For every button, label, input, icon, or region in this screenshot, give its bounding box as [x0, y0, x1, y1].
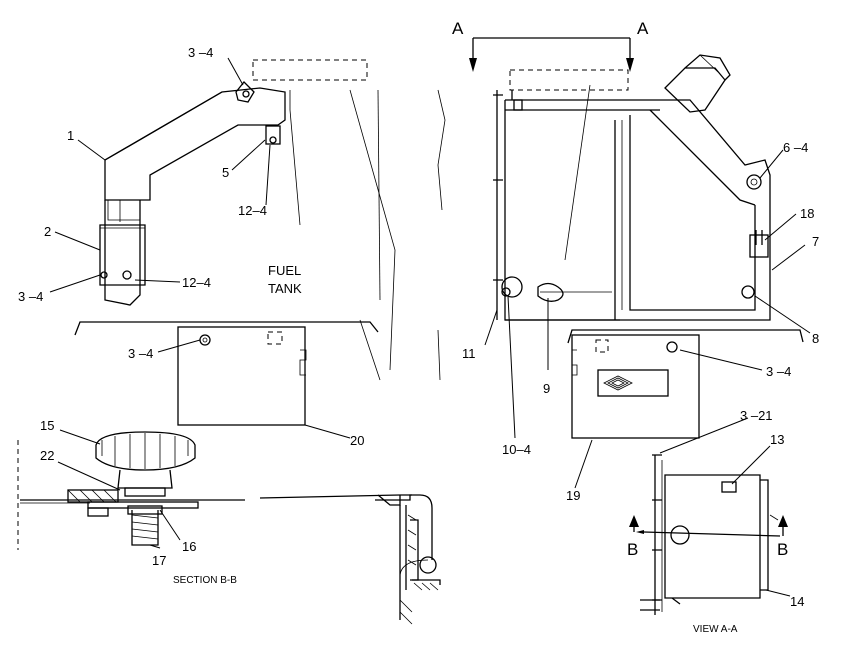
leader-lines	[49, 57, 811, 597]
callout-3-4-top: 3 –4	[188, 45, 213, 60]
callout-2: 2	[44, 224, 51, 239]
callout-13: 13	[770, 432, 784, 447]
bracket-assembly-right	[437, 37, 804, 439]
bolt-top	[235, 81, 255, 103]
fuel-label: FUEL	[268, 263, 301, 278]
callout-8: 8	[812, 331, 819, 346]
tab-13	[721, 481, 737, 493]
panel-surface	[20, 494, 412, 501]
bolt-8	[741, 285, 755, 299]
stud-5	[265, 125, 281, 145]
nut-16	[127, 505, 163, 515]
callout-11: 11	[462, 346, 476, 361]
callout-14: 14	[790, 594, 804, 609]
callout-labels: 3 –4 1 5 12–4 2 12–4 3 –4 FUEL TANK 3 –4…	[18, 19, 819, 635]
bracket-arm	[104, 87, 286, 201]
section-b-left: B	[627, 540, 638, 559]
callout-22: 22	[40, 448, 54, 463]
callout-3-4-plate: 3 –4	[128, 346, 153, 361]
tank-label: TANK	[268, 281, 302, 296]
tank-cap-outline	[252, 59, 368, 81]
view-aa-label: VIEW A-A	[693, 624, 738, 635]
callout-16: 16	[182, 539, 196, 554]
plate-20	[177, 326, 306, 426]
callout-3-21: 3 –21	[740, 408, 773, 423]
plate-19	[571, 334, 700, 439]
tank-ledge	[74, 321, 379, 336]
callout-3-4-right: 3 –4	[766, 364, 791, 379]
callout-10-4: 10–4	[502, 442, 531, 457]
section-bb-label: SECTION B-B	[173, 575, 237, 586]
section-b-right: B	[777, 540, 788, 559]
section-a-left: A	[452, 19, 464, 38]
channel-right	[375, 494, 433, 560]
callout-7: 7	[812, 234, 819, 249]
section-line-bb	[643, 531, 781, 537]
plate-mesh-pattern	[603, 375, 633, 391]
callout-12-4-upper: 12–4	[238, 203, 267, 218]
clip-18	[749, 234, 769, 258]
callout-1: 1	[67, 128, 74, 143]
arrow-b-left	[629, 515, 639, 527]
callout-19: 19	[566, 488, 580, 503]
bolt-6-4	[746, 174, 762, 190]
bolt-10-4	[501, 276, 523, 298]
callout-9: 9	[543, 381, 550, 396]
section-bb	[17, 431, 441, 625]
callout-18: 18	[800, 206, 814, 221]
callout-3-4-left: 3 –4	[18, 289, 43, 304]
section-a-right: A	[637, 19, 649, 38]
filler-neck-arm	[660, 99, 771, 310]
callout-12-4-lower: 12–4	[182, 275, 211, 290]
callout-15: 15	[40, 418, 54, 433]
callout-5: 5	[222, 165, 229, 180]
arrow-b-right	[778, 515, 788, 527]
callout-17: 17	[152, 553, 166, 568]
clamp-block	[99, 224, 146, 286]
bracket-assembly-left	[74, 59, 396, 426]
bolt-12-4-lower	[122, 270, 132, 280]
opening-9	[537, 282, 564, 302]
callout-6-4: 6 –4	[783, 140, 808, 155]
view-aa	[629, 454, 788, 615]
bracket-upright	[104, 200, 141, 306]
callout-20: 20	[350, 433, 364, 448]
arrow-a-right	[626, 58, 634, 72]
knob-15	[95, 431, 196, 471]
arrow-a-left	[469, 58, 477, 72]
view-aa-housing	[664, 474, 761, 599]
bolt-17	[131, 510, 159, 546]
